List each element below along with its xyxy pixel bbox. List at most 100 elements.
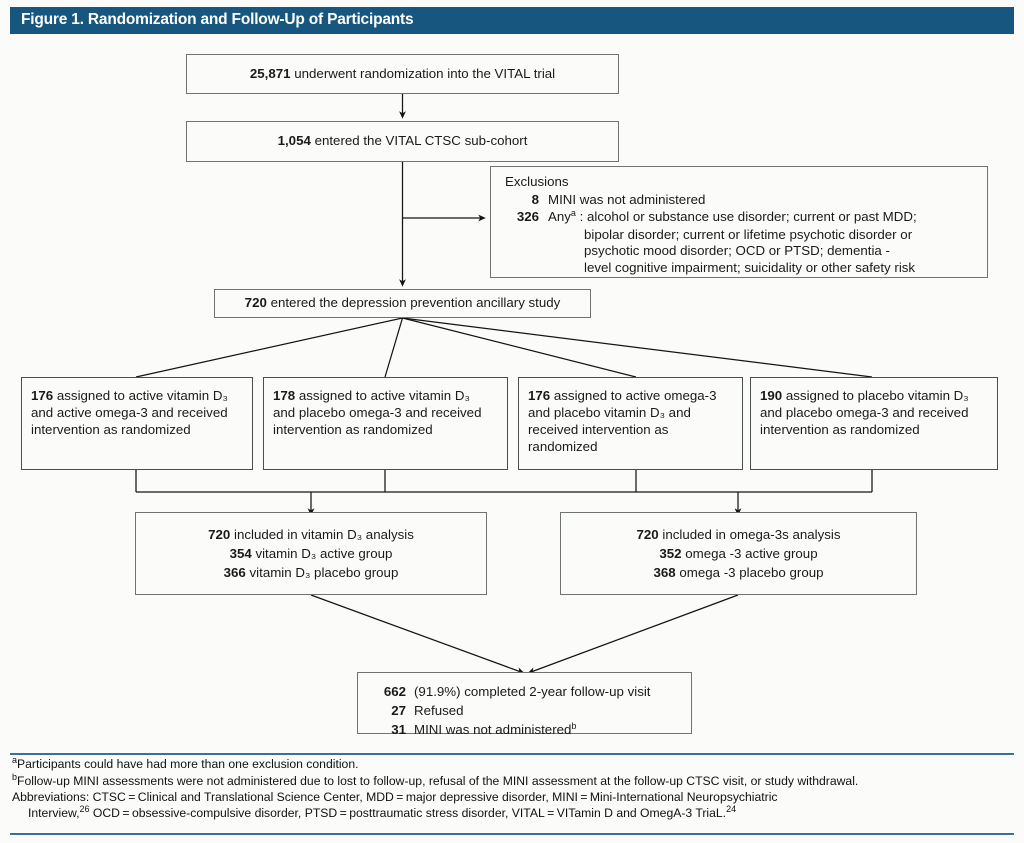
vitd-analysis-label-3: vitamin D₃ placebo group: [249, 565, 399, 580]
arm-3-count: 176: [528, 388, 551, 403]
page-title: Figure 1. Randomization and Follow-Up of…: [21, 11, 414, 28]
followup-row-refused: 27 Refused: [358, 701, 691, 720]
omega3-analysis-count-2: 352: [659, 546, 682, 561]
arm-1-line-1: assigned to active vitamin D₃: [56, 388, 228, 403]
box-entered-ctsc-subcohort: 1,054 entered the VITAL CTSC sub-cohort: [186, 121, 619, 162]
followup-mini-text: MINI was not administered: [414, 722, 572, 737]
box-arm-1-vitd-active-omega3-active: 176 assigned to active vitamin D₃ and ac…: [21, 377, 253, 470]
exclusion-text-any: Anya : alcohol or substance use disorder…: [548, 208, 917, 276]
abbrev-interview-label: Interview,: [28, 805, 80, 820]
box-vitamin-d-analysis: 720 included in vitamin D₃ analysis 354 …: [135, 512, 487, 595]
exclusion-text-mini: MINI was not administered: [548, 191, 706, 207]
citation-ref-24: 24: [726, 803, 737, 814]
arm-4-count: 190: [760, 388, 783, 403]
arm-3-line-2: and placebo vitamin D₃ and: [528, 405, 691, 420]
arm-1-line-2: and active omega-3 and received: [31, 405, 228, 420]
arm-4-text: 190 assigned to placebo vitamin D₃ and p…: [760, 387, 989, 438]
box-followup-visit: 662 (91.9%) completed 2-year follow-up v…: [357, 672, 692, 737]
followup-count-refused: 27: [391, 703, 406, 718]
followup-count-mini: 31: [391, 722, 406, 737]
followup-label-completed: (91.9%) completed 2-year follow-up visit: [414, 684, 651, 699]
vitd-analysis-label-1: included in vitamin D₃ analysis: [234, 527, 414, 542]
box-ancillary-text: 720 entered the depression prevention an…: [245, 295, 561, 312]
arm-2-count: 178: [273, 388, 296, 403]
box-ancillary-label: entered the depression prevention ancill…: [270, 295, 561, 311]
box-subcohort-label: entered the VITAL CTSC sub-cohort: [314, 133, 528, 149]
omega3-analysis-label-2: omega -3 active group: [685, 546, 818, 561]
footnote-a-marker: a: [12, 755, 18, 765]
arm-3-text: 176 assigned to active omega-3 and place…: [528, 387, 734, 455]
exclusion-any-line-2: bipolar disorder; current or lifetime ps…: [584, 226, 913, 242]
footnote-a: aParticipants could have had more than o…: [12, 755, 1014, 774]
followup-row-completed: 662 (91.9%) completed 2-year follow-up v…: [358, 682, 691, 701]
footnote-marker-a-ref: a: [570, 208, 576, 218]
omega3-analysis-label-1: included in omega-3s analysis: [662, 527, 841, 542]
exclusion-any-line-4: level cognitive impairment; suicidality …: [584, 259, 916, 275]
exclusion-row-any: 326 Anya : alcohol or substance use diso…: [491, 208, 987, 276]
arm-3-line-4: randomized: [528, 439, 598, 454]
vitd-analysis-count-2: 354: [229, 546, 252, 561]
box-subcohort-count: 1,054: [277, 133, 311, 149]
abbrev-line-2-rest: OCD = obsessive-compulsive disorder, PTS…: [89, 805, 727, 820]
footnote-divider-top: [10, 753, 1014, 755]
exclusion-count-any: 326: [516, 209, 539, 224]
followup-label-refused: Refused: [414, 703, 464, 718]
omega3-analysis-line-3: 368 omega -3 placebo group: [561, 563, 916, 582]
arm-3-line-3: received intervention as: [528, 422, 669, 437]
vitd-analysis-line-1: 720 included in vitamin D₃ analysis: [136, 525, 486, 544]
exclusion-any-first-line: : alcohol or substance use disorder; cur…: [575, 209, 917, 224]
box-subcohort-text: 1,054 entered the VITAL CTSC sub-cohort: [278, 133, 528, 150]
exclusion-any-line-3: psychotic mood disorder; OCD or PTSD; de…: [584, 243, 890, 258]
arm-4-line-2: and placebo omega-3 and received: [760, 405, 969, 420]
arm-1-line-3: intervention as randomized: [31, 422, 191, 437]
footnote-abbreviations-line-1: Abbreviations: CTSC = Clinical and Trans…: [12, 790, 778, 805]
arm-1-text: 176 assigned to active vitamin D₃ and ac…: [31, 387, 244, 438]
arm-2-text: 178 assigned to active vitamin D₃ and pl…: [273, 387, 499, 438]
exclusion-any-prefix: Any: [548, 209, 571, 224]
exclusion-row-mini: 8 MINI was not administered: [491, 192, 987, 209]
arm-4-line-3: intervention as randomized: [760, 422, 920, 437]
box-randomized-text: 25,871 underwent randomization into the …: [250, 66, 555, 83]
box-randomized-count: 25,871: [249, 65, 291, 81]
followup-count-completed: 662: [383, 684, 406, 699]
exclusions-heading: Exclusions: [505, 174, 569, 189]
exclusion-count-mini: 8: [531, 191, 539, 207]
arm-2-line-1: assigned to active vitamin D₃: [298, 388, 470, 403]
vitd-analysis-line-3: 366 vitamin D₃ placebo group: [136, 563, 486, 582]
omega3-analysis-label-3: omega -3 placebo group: [679, 565, 824, 580]
box-arm-2-vitd-active-omega3-placebo: 178 assigned to active vitamin D₃ and pl…: [263, 377, 508, 470]
followup-row-mini-not-administered: 31 MINI was not administeredb: [358, 720, 691, 741]
footnote-marker-b-ref: b: [571, 721, 577, 731]
box-omega3-analysis: 720 included in omega-3s analysis 352 om…: [560, 512, 917, 595]
arm-2-line-2: and placebo omega-3 and received: [273, 405, 482, 420]
box-randomized-label: underwent randomization into the VITAL t…: [294, 65, 556, 81]
citation-ref-26: 26: [79, 803, 90, 814]
box-exclusions: Exclusions 8 MINI was not administered 3…: [490, 166, 988, 278]
footnotes: aParticipants could have had more than o…: [12, 755, 1014, 823]
followup-label-mini: MINI was not administeredb: [414, 720, 576, 741]
arm-1-count: 176: [31, 388, 54, 403]
vitd-analysis-count-3: 366: [223, 565, 246, 580]
footnote-abbreviations-line-2: Interview,26 OCD = obsessive-compulsive …: [12, 803, 1014, 823]
vitd-analysis-count-1: 720: [208, 527, 231, 542]
footnote-a-text: Participants could have had more than on…: [17, 757, 359, 771]
arm-3-line-1: assigned to active omega-3: [553, 388, 717, 403]
vitd-analysis-label-2: vitamin D₃ active group: [255, 546, 393, 561]
box-ancillary-count: 720: [244, 295, 267, 311]
box-underwent-randomization: 25,871 underwent randomization into the …: [186, 54, 619, 94]
box-arm-4-vitd-placebo-omega3-placebo: 190 assigned to placebo vitamin D₃ and p…: [750, 377, 998, 470]
omega3-analysis-count-1: 720: [636, 527, 659, 542]
box-arm-3-omega3-active-vitd-placebo: 176 assigned to active omega-3 and place…: [518, 377, 743, 470]
vitd-analysis-line-2: 354 vitamin D₃ active group: [136, 544, 486, 563]
omega3-analysis-line-2: 352 omega -3 active group: [561, 544, 916, 563]
arm-4-line-1: assigned to placebo vitamin D₃: [785, 388, 969, 403]
footnote-b-text: Follow-up MINI assessments were not admi…: [17, 773, 859, 788]
figure-title-bar: Figure 1. Randomization and Follow-Up of…: [10, 7, 1014, 34]
arm-2-line-3: intervention as randomized: [273, 422, 433, 437]
footnote-b: bFollow-up MINI assessments were not adm…: [12, 771, 1014, 791]
omega3-analysis-count-3: 368: [653, 565, 676, 580]
omega3-analysis-line-1: 720 included in omega-3s analysis: [561, 525, 916, 544]
footnote-divider-bottom: [10, 833, 1014, 835]
footnote-b-marker: b: [12, 771, 18, 782]
